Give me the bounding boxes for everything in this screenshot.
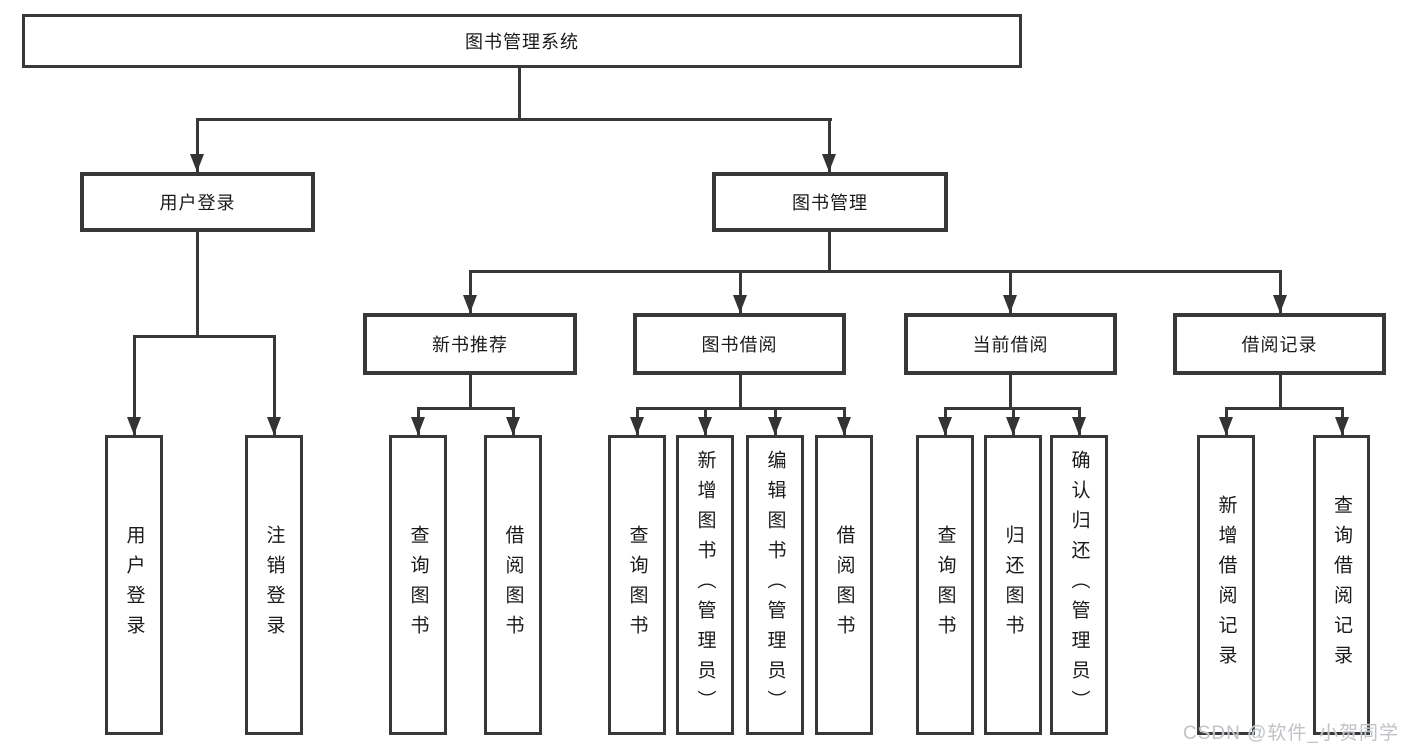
arrow-down-icon xyxy=(837,417,851,435)
leaf-label: 查询图书 xyxy=(626,525,648,645)
connector-borrow-stem xyxy=(739,375,742,409)
connector-root-stem xyxy=(518,68,521,120)
connector-new-book-stem xyxy=(469,375,472,409)
leaf-label: 确认归还（管理员） xyxy=(1068,450,1090,720)
arrow-down-icon xyxy=(733,295,747,313)
arrow-down-icon xyxy=(938,417,952,435)
leaf-label: 新增图书（管理员） xyxy=(694,450,716,720)
csdn-watermark: CSDN @软件_小贺同学 xyxy=(1183,723,1399,744)
connector-current-stem xyxy=(1009,375,1012,409)
connector-drop-leaf xyxy=(273,335,276,435)
arrow-down-icon xyxy=(768,417,782,435)
leaf-user-login: 用户登录 xyxy=(105,435,163,735)
leaf-label: 借阅图书 xyxy=(502,525,524,645)
leaf-borrow-book-1: 借阅图书 xyxy=(484,435,542,735)
connector-record-rail xyxy=(1225,407,1343,410)
connector-drop-book-mgmt xyxy=(828,118,831,172)
arrow-down-icon xyxy=(1003,295,1017,313)
node-label: 图书管理系统 xyxy=(465,32,579,52)
connector-drop-new-book xyxy=(469,270,472,313)
leaf-label: 用户登录 xyxy=(123,525,145,645)
connector-drop-record xyxy=(1279,270,1282,313)
leaf-query-borrow-record: 查询借阅记录 xyxy=(1313,435,1370,735)
leaf-label: 注销登录 xyxy=(263,525,285,645)
connector-level3-rail xyxy=(469,270,1281,273)
arrow-down-icon xyxy=(698,417,712,435)
arrow-down-icon xyxy=(1219,417,1233,435)
connector-user-login-stem xyxy=(196,232,199,337)
arrow-down-icon xyxy=(1072,417,1086,435)
connector-drop-user-login xyxy=(196,118,199,172)
arrow-down-icon xyxy=(1273,295,1287,313)
connector-user-login-rail xyxy=(133,335,275,338)
arrow-down-icon xyxy=(190,154,204,172)
node-label: 当前借阅 xyxy=(972,335,1049,355)
connector-new-book-rail xyxy=(417,407,515,410)
arrow-down-icon xyxy=(506,417,520,435)
leaf-add-borrow-record: 新增借阅记录 xyxy=(1197,435,1255,735)
node-label: 图书借阅 xyxy=(701,335,778,355)
arrow-down-icon xyxy=(1335,417,1349,435)
connector-book-mgmt-stem xyxy=(828,232,831,272)
node-new-book-recommend: 新书推荐 xyxy=(363,313,577,375)
arrow-down-icon xyxy=(463,295,477,313)
leaf-logout: 注销登录 xyxy=(245,435,303,735)
node-label: 用户登录 xyxy=(159,193,236,213)
leaf-label: 编辑图书（管理员） xyxy=(764,450,786,720)
node-current-borrow: 当前借阅 xyxy=(904,313,1117,375)
arrow-down-icon xyxy=(822,154,836,172)
connector-level2-rail xyxy=(196,118,832,121)
leaf-query-book-3: 查询图书 xyxy=(916,435,974,735)
connector-record-stem xyxy=(1279,375,1282,409)
leaf-confirm-return-admin: 确认归还（管理员） xyxy=(1050,435,1108,735)
arrow-down-icon xyxy=(630,417,644,435)
node-root: 图书管理系统 xyxy=(22,14,1022,68)
node-label: 新书推荐 xyxy=(432,335,508,355)
leaf-label: 借阅图书 xyxy=(833,525,855,645)
connector-drop-borrow xyxy=(739,270,742,313)
node-label: 图书管理 xyxy=(792,193,868,213)
leaf-query-book-1: 查询图书 xyxy=(389,435,447,735)
connector-drop-leaf xyxy=(133,335,136,435)
node-book-borrow: 图书借阅 xyxy=(633,313,846,375)
leaf-label: 归还图书 xyxy=(1002,525,1024,645)
arrow-down-icon xyxy=(267,417,281,435)
leaf-query-book-2: 查询图书 xyxy=(608,435,666,735)
connector-drop-current xyxy=(1009,270,1012,313)
leaf-label: 查询图书 xyxy=(934,525,956,645)
leaf-label: 查询借阅记录 xyxy=(1331,495,1352,675)
leaf-label: 查询图书 xyxy=(407,525,429,645)
arrow-down-icon xyxy=(127,417,141,435)
node-user-login: 用户登录 xyxy=(80,172,315,232)
leaf-edit-book-admin: 编辑图书（管理员） xyxy=(746,435,804,735)
arrow-down-icon xyxy=(1006,417,1020,435)
arrow-down-icon xyxy=(411,417,425,435)
connector-borrow-rail xyxy=(636,407,845,410)
node-book-management: 图书管理 xyxy=(712,172,948,232)
leaf-return-book: 归还图书 xyxy=(984,435,1042,735)
leaf-label: 新增借阅记录 xyxy=(1215,495,1237,675)
leaf-add-book-admin: 新增图书（管理员） xyxy=(676,435,734,735)
leaf-borrow-book-2: 借阅图书 xyxy=(815,435,873,735)
node-borrow-record: 借阅记录 xyxy=(1173,313,1386,375)
node-label: 借阅记录 xyxy=(1241,335,1318,355)
